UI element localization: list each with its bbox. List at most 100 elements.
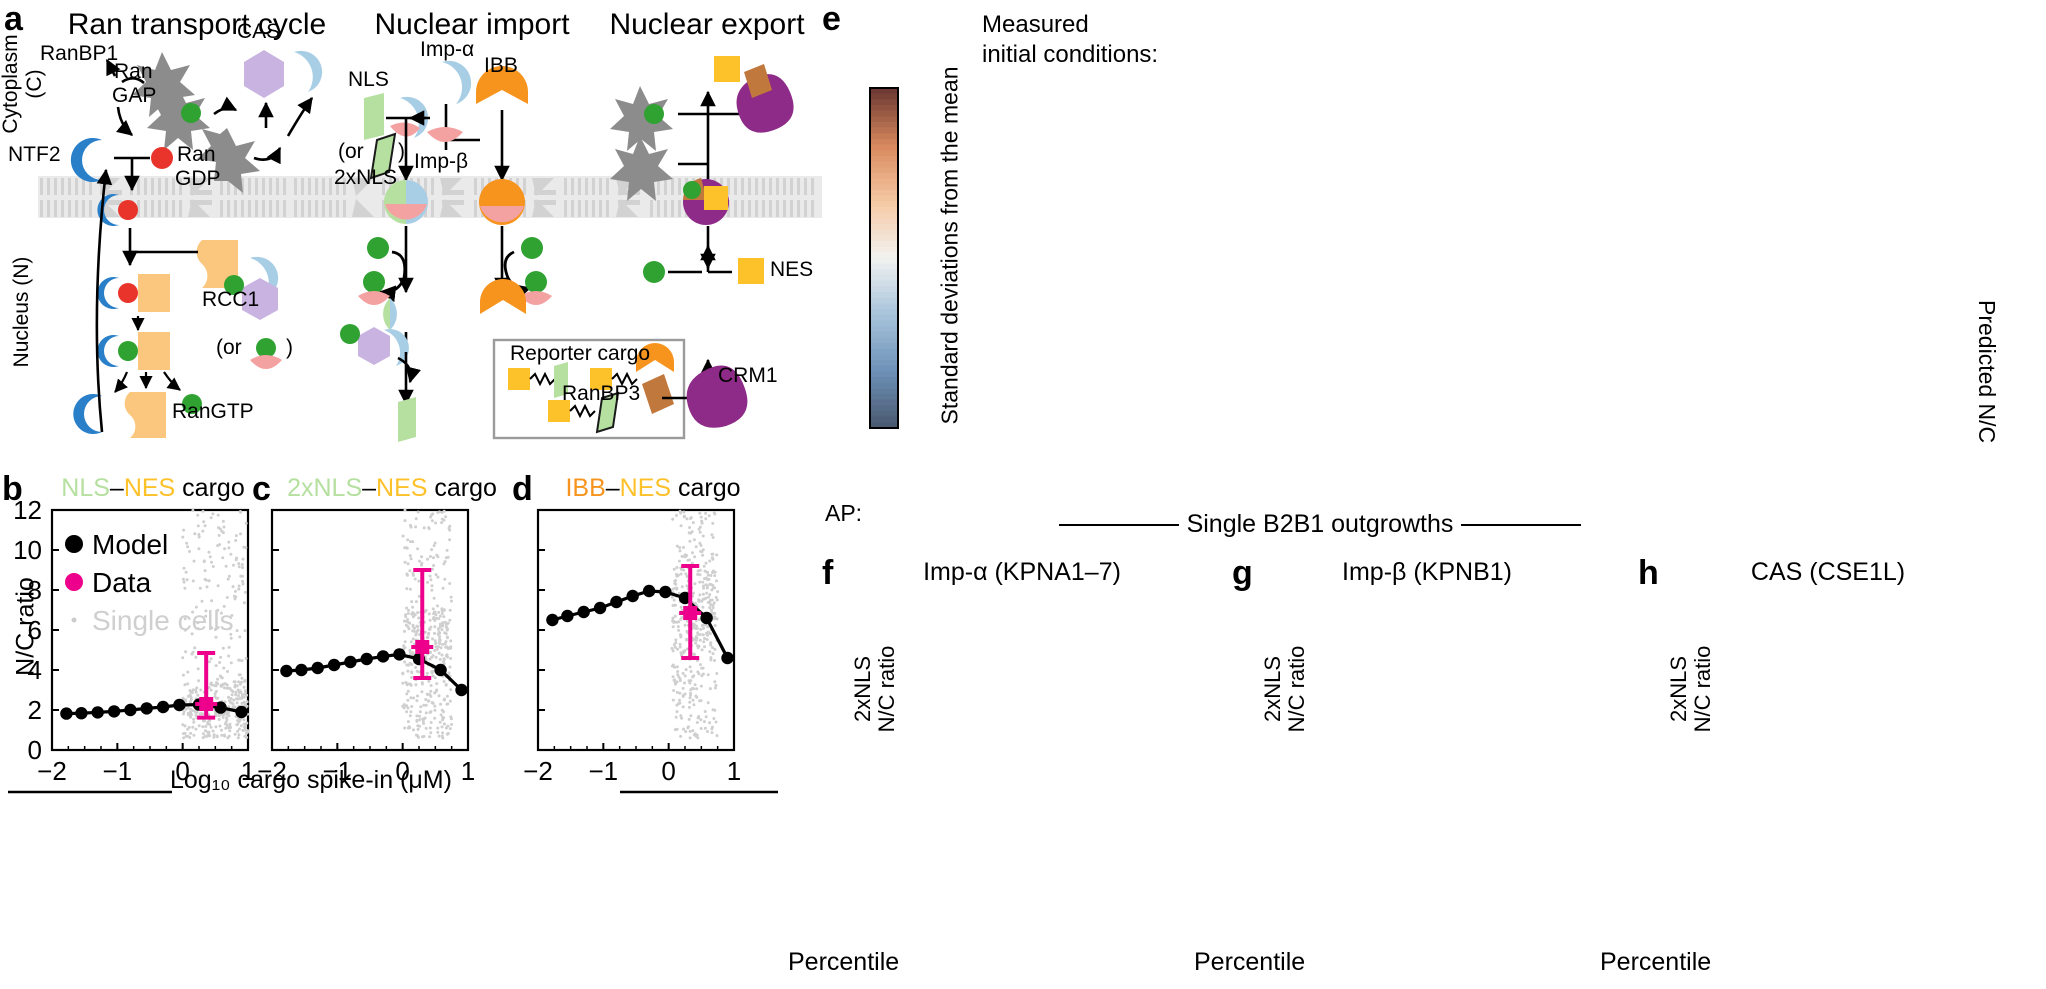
label-or-nls: (or — [338, 140, 364, 163]
model-point — [91, 706, 104, 719]
panel-h-letter: h — [1638, 554, 1659, 592]
ntf2-ran-nucleus-1 — [97, 274, 170, 312]
model-point — [280, 664, 293, 678]
ranbp1-star-icon — [132, 52, 195, 117]
x-tick-label: −2 — [523, 756, 553, 786]
colorbar — [869, 87, 899, 429]
legend-marker — [65, 535, 83, 553]
model-point — [393, 648, 406, 661]
label-ran-gdp-line2: GDP — [175, 167, 221, 190]
ranbp3-icon — [642, 374, 674, 414]
imp-alpha-icon — [442, 60, 472, 104]
crm1-cargo-complex-top — [736, 64, 794, 133]
panel-e: e Standard deviations from the mean Meas… — [820, 0, 2046, 540]
legend-marker — [65, 573, 83, 591]
panel-e-letter: e — [822, 0, 841, 38]
panel-f-letter: f — [822, 554, 834, 592]
model-point — [700, 611, 713, 625]
label-crm1: CRM1 — [718, 364, 778, 387]
nls-impa-impb-pore — [384, 180, 428, 224]
export-star-top — [610, 86, 673, 151]
axis-rule-right — [1461, 524, 1582, 527]
ran-star-middle — [197, 128, 260, 193]
x-tick-label: 1 — [727, 756, 741, 786]
model-point — [156, 700, 170, 714]
data-point-errorbar — [411, 568, 434, 680]
model-point — [546, 613, 559, 627]
model-point — [60, 707, 73, 720]
ran-gdp-icon — [151, 147, 173, 169]
model-point — [561, 609, 574, 623]
label-imp-alpha: Imp-α — [420, 38, 475, 61]
label-imp-beta: Imp-β — [414, 150, 469, 173]
model-point — [107, 705, 121, 718]
model-point — [455, 683, 468, 697]
data-point-errorbar — [195, 651, 218, 720]
panel-c-title-p2: NES — [376, 474, 428, 502]
panel-e-measured-header-l1: Measured — [982, 11, 1089, 38]
legend-label: Data — [92, 567, 152, 598]
model-point — [642, 584, 656, 598]
panel-e-xaxis-label-wrap: Single B2B1 outgrowths — [820, 510, 1820, 539]
panel-f-percentile-label: Percentile — [788, 948, 900, 976]
label-rangap-line1: Ran — [114, 60, 153, 83]
nls-icon — [364, 93, 384, 140]
panel-h-title-text: CAS (CSE1L) — [1750, 558, 1906, 586]
panel-a-diagram — [38, 50, 822, 442]
panel-b-title: NLS–NES cargo — [48, 474, 258, 503]
panel-a-title-nuclear-import: Nuclear import — [374, 8, 570, 41]
panel-g-title-text: Imp-β (KPNB1) — [1342, 558, 1512, 586]
impb-ran-released-right — [520, 271, 552, 305]
panel-d-title: IBB–NES cargo — [538, 474, 768, 503]
y-tick-label: 12 — [13, 495, 42, 525]
axes-frame — [536, 508, 736, 752]
label-ranbp3: RanBP3 — [562, 382, 641, 405]
data-point-errorbar — [679, 564, 702, 660]
panel-f-title: Imp-α (KPNA1–7) — [852, 558, 1192, 587]
panel-b-title-p3: cargo — [175, 474, 245, 502]
x-tick-label: 0 — [661, 756, 675, 786]
y-tick-label: 10 — [13, 535, 42, 565]
panel-d-title-p3: cargo — [671, 474, 741, 502]
model-point — [593, 601, 607, 615]
ibb-impb-pore — [479, 179, 525, 225]
x-tick-label: −1 — [103, 756, 133, 786]
panel-f-title-text: Imp-α (KPNA1–7) — [923, 558, 1121, 586]
label-rangtp: RanGTP — [172, 400, 254, 423]
label-or-nucleus-close: ) — [286, 336, 293, 359]
model-point — [311, 661, 324, 675]
model-point — [434, 663, 447, 677]
label-ran-gdp-line1: Ran — [177, 143, 216, 166]
label-rangap-line2: GAP — [112, 84, 157, 107]
x-tick-label: 1 — [461, 756, 475, 786]
panel-c-letter: c — [252, 470, 271, 508]
panel-e-xaxis-label: Single B2B1 outgrowths — [1186, 510, 1454, 538]
legend-marker — [71, 617, 77, 623]
model-point — [327, 658, 341, 672]
label-reporter-cargo: Reporter cargo — [510, 342, 651, 365]
y-tick-label: 4 — [28, 655, 42, 685]
model-point — [376, 650, 390, 663]
panel-e-measured-header-l2: initial conditions: — [982, 41, 1159, 68]
panel-c-title-p0: 2xNLS — [287, 474, 363, 502]
legend-label: Model — [92, 529, 168, 560]
ntf2-ran-nucleus-2 — [97, 332, 170, 370]
panel-g-letter: g — [1232, 554, 1253, 592]
nes-label-square — [738, 258, 764, 284]
crm1-icon — [686, 365, 748, 428]
model-point — [721, 651, 734, 665]
rangtp-icon — [124, 392, 166, 438]
panel-h-percentile-label: Percentile — [1600, 948, 1712, 976]
panel-e-heatmap — [869, 87, 899, 429]
legend-label: Single cells — [92, 605, 234, 636]
model-point — [577, 605, 590, 619]
cas-complex-nucleus — [224, 256, 279, 320]
panel-a-title-nuclear-export: Nuclear export — [609, 8, 805, 41]
label-ntf2: NTF2 — [8, 143, 61, 166]
x-tick-label: −2 — [37, 756, 67, 786]
panels-fgh-plots — [800, 548, 2046, 988]
panel-c-title-p3: cargo — [427, 474, 497, 502]
panel-e-ap-label: AP: — [825, 500, 863, 526]
